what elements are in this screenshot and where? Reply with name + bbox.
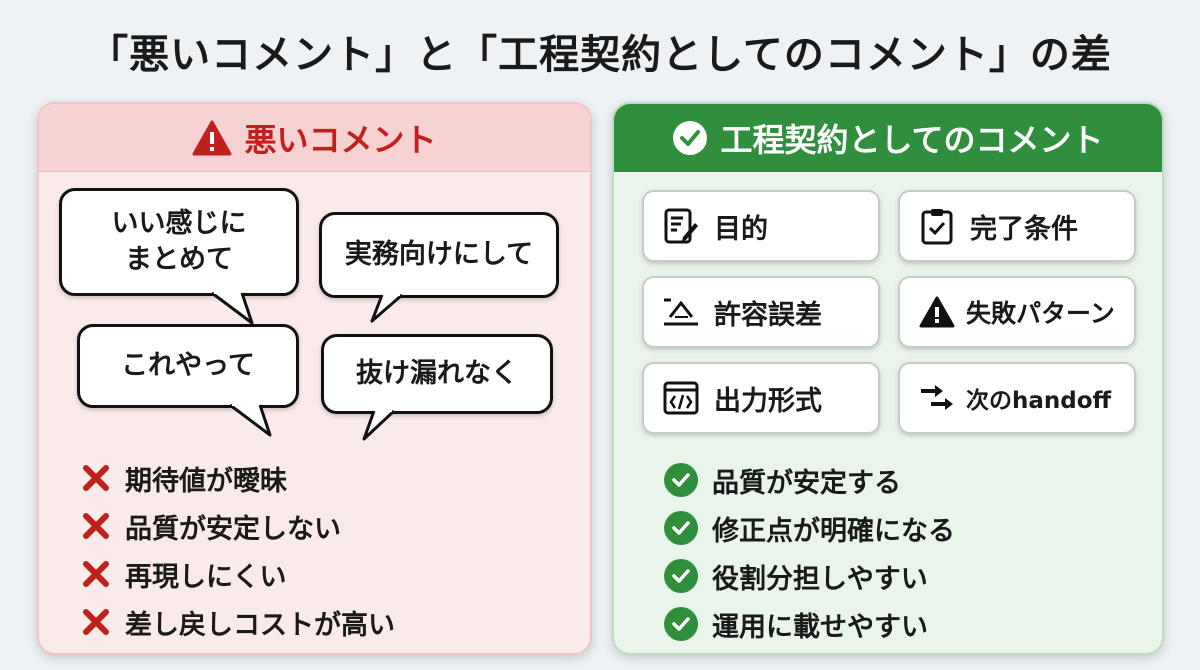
cross-icon	[81, 463, 111, 493]
list-item: 品質が安定しない	[81, 502, 395, 550]
handoff-arrows-icon	[918, 379, 956, 417]
card-label: 出力形式	[714, 385, 822, 417]
issue-text: 差し戻しコストが高い	[125, 609, 395, 641]
card-tolerance: 許容誤差	[642, 276, 880, 348]
check-circle-icon	[664, 463, 698, 497]
card-label: 完了条件	[970, 213, 1078, 245]
good-panel-title: 工程契約としてのコメント	[720, 121, 1104, 159]
bubble-4: 抜け漏れなく	[321, 334, 553, 441]
code-window-icon	[662, 379, 700, 417]
list-item: 品質が安定する	[664, 456, 955, 504]
bad-panel-header: 悪いコメント	[39, 104, 590, 172]
card-label: 目的	[714, 213, 768, 245]
card-output-format: 出力形式	[642, 362, 880, 434]
tolerance-icon	[662, 293, 700, 331]
list-item: 運用に載せやすい	[664, 600, 955, 648]
list-item: 役割分担しやすい	[664, 552, 955, 600]
cross-icon	[81, 559, 111, 589]
document-edit-icon	[662, 207, 700, 245]
benefit-text: 役割分担しやすい	[712, 563, 928, 595]
bad-issues-list: 期待値が曖昧 品質が安定しない 再現しにくい 差し戻しコストが高い	[81, 454, 395, 646]
card-failure-patterns: 失敗パターン	[898, 276, 1136, 348]
bad-panel-title: 悪いコメント	[244, 120, 437, 159]
cross-icon	[81, 511, 111, 541]
check-circle-icon	[664, 607, 698, 641]
bubble-1: いい感じに まとめて	[59, 188, 299, 325]
check-circle-icon	[664, 511, 698, 545]
bad-comment-panel: 悪いコメント いい感じに まとめて 実務向けにして これやって 抜け漏れなく 期…	[37, 102, 592, 655]
list-item: 修正点が明確になる	[664, 504, 955, 552]
warning-icon	[192, 120, 232, 156]
benefit-text: 運用に載せやすい	[712, 611, 928, 643]
card-purpose: 目的	[642, 190, 880, 262]
check-circle-icon	[664, 559, 698, 593]
card-label: 次のhandoff	[966, 388, 1112, 414]
page-title: 「悪いコメント」と「工程契約としてのコメント」の差	[88, 32, 1112, 78]
bubble-text: 抜け漏れなく	[356, 357, 518, 389]
bubble-3: これやって	[77, 324, 299, 437]
benefit-text: 品質が安定する	[712, 467, 901, 499]
bubble-text: 実務向けにして	[344, 238, 534, 270]
check-circle-icon	[672, 120, 708, 156]
good-panel-header: 工程契約としてのコメント	[614, 104, 1162, 172]
clipboard-check-icon	[918, 207, 956, 245]
issue-text: 再現しにくい	[125, 561, 287, 593]
warning-icon	[918, 293, 956, 331]
good-benefits-list: 品質が安定する 修正点が明確になる 役割分担しやすい 運用に載せやすい	[664, 456, 955, 648]
issue-text: 期待値が曖昧	[125, 465, 287, 497]
cross-icon	[81, 607, 111, 637]
list-item: 再現しにくい	[81, 550, 395, 598]
list-item: 期待値が曖昧	[81, 454, 395, 502]
issue-text: 品質が安定しない	[125, 513, 341, 545]
list-item: 差し戻しコストが高い	[81, 598, 395, 646]
card-handoff: 次のhandoff	[898, 362, 1136, 434]
bubble-text: いい感じに まとめて	[111, 207, 247, 275]
benefit-text: 修正点が明確になる	[712, 515, 955, 547]
card-completion: 完了条件	[898, 190, 1136, 262]
card-label: 許容誤差	[714, 299, 822, 331]
bubble-2: 実務向けにして	[319, 212, 559, 323]
good-comment-panel: 工程契約としてのコメント 目的 完了条件 許容誤差 失敗パターン 出力形式 次の…	[612, 102, 1164, 655]
card-label: 失敗パターン	[966, 299, 1115, 328]
bubble-text: これやって	[121, 349, 255, 381]
